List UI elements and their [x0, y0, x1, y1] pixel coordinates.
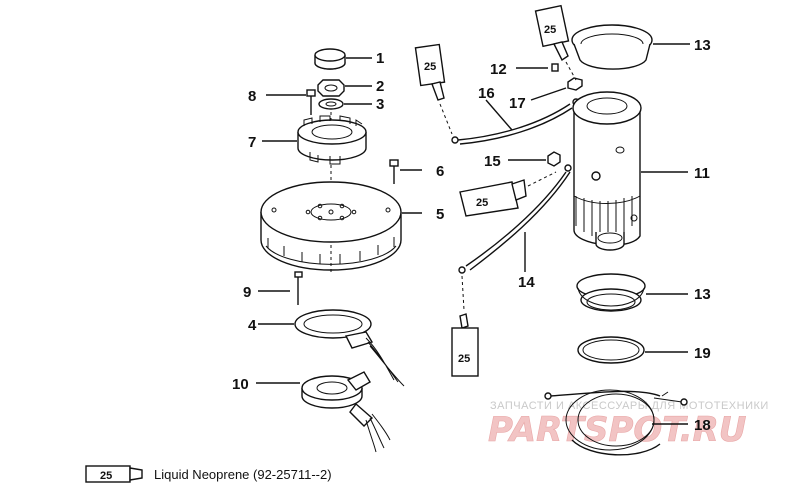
tube-label: 25	[424, 61, 436, 73]
part-6-screw	[389, 159, 422, 184]
part-1-cap	[314, 48, 372, 70]
callout-3: 3	[376, 96, 384, 113]
callout-numbers: 1 2 3 4 5 6 7 8 9 10 11 12 13 13 14 15 1…	[232, 37, 711, 434]
callout-1: 1	[376, 50, 384, 67]
watermark: ЗАПЧАСТИ И АКСЕССУАРЫ ДЛЯ МОТОТЕХНИКИ PA…	[488, 400, 769, 450]
legend-text: Liquid Neoprene (92-25711--2)	[154, 467, 332, 482]
part-3-washer	[318, 98, 372, 110]
part-18-harness	[544, 389, 688, 456]
callout-15: 15	[484, 153, 501, 170]
legend: 25 Liquid Neoprene (92-25711--2)	[85, 465, 332, 483]
callout-10: 10	[232, 376, 249, 393]
part-15-nut	[508, 151, 561, 167]
callout-16: 16	[478, 85, 495, 102]
sealant-tube-3: 25	[459, 171, 557, 217]
part-9-bolt	[258, 271, 303, 305]
callout-2: 2	[376, 78, 384, 95]
watermark-big-text: PARTSPOT.RU	[488, 410, 746, 450]
part-10-trigger	[256, 371, 391, 453]
part-11-starter	[572, 91, 688, 251]
part-5-flywheel	[260, 165, 422, 272]
legend-tube-icon: 25	[85, 465, 143, 483]
callout-17: 17	[509, 95, 526, 112]
legend-tube-label: 25	[100, 470, 112, 482]
part-13-boot-top	[571, 24, 690, 70]
tube-label: 25	[476, 197, 488, 209]
part-13-boot-bottom	[576, 273, 688, 312]
part-4-stator	[258, 309, 405, 387]
callout-13-top: 13	[694, 37, 711, 54]
callout-13-bottom: 13	[694, 286, 711, 303]
part-19-oring	[577, 336, 688, 364]
callout-14: 14	[518, 274, 535, 291]
callout-6: 6	[436, 163, 444, 180]
part-17-nut	[530, 77, 583, 101]
part-16-cable: 25	[414, 43, 580, 145]
callout-11: 11	[694, 165, 710, 182]
callout-9: 9	[243, 284, 251, 301]
part-8-screw	[266, 89, 316, 115]
part-14-cable	[458, 164, 572, 311]
sealant-tube-1: 25	[414, 43, 446, 101]
callout-12: 12	[490, 61, 507, 78]
tube-label: 25	[458, 353, 470, 365]
sealant-tube-4: 25	[451, 313, 479, 377]
callout-18: 18	[694, 417, 711, 434]
callout-7: 7	[248, 134, 256, 151]
callout-5: 5	[436, 206, 444, 223]
callout-4: 4	[248, 317, 257, 334]
part-7-hub	[262, 112, 367, 165]
watermark-small-text: ЗАПЧАСТИ И АКСЕССУАРЫ ДЛЯ МОТОТЕХНИКИ	[490, 400, 769, 412]
part-12-terminal	[516, 63, 559, 72]
sealant-tube-2: 25	[534, 4, 577, 81]
part-2-nut	[317, 79, 372, 97]
callout-19: 19	[694, 345, 711, 362]
tube-label: 25	[544, 24, 556, 36]
callout-8: 8	[248, 88, 256, 105]
